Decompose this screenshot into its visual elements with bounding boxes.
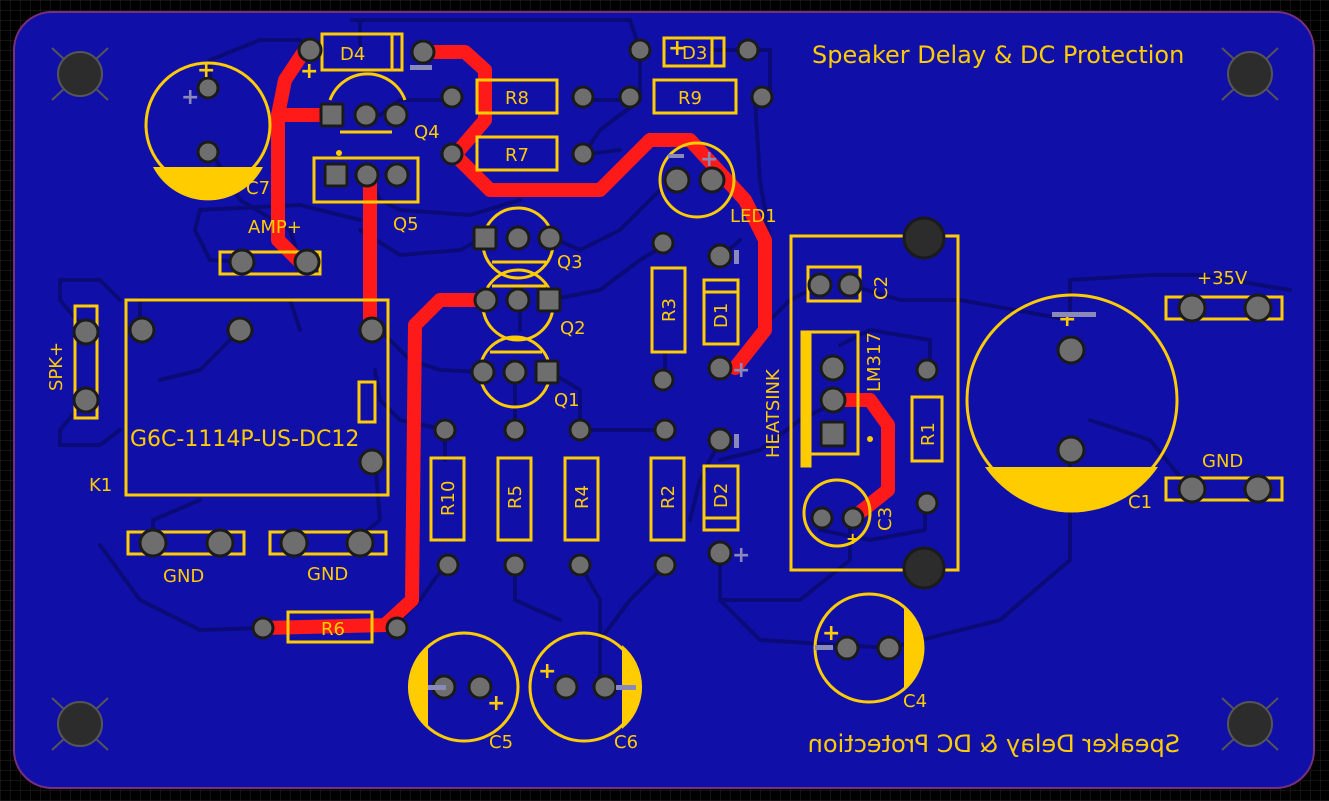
pin1-dots — [336, 150, 873, 442]
c6-plus-mark: + — [538, 659, 556, 684]
label-d3: D3 — [682, 43, 707, 64]
board-title-mirrored: Speaker Delay & DC Protection — [808, 730, 1180, 758]
label-gnd-1: GND — [163, 566, 204, 587]
c5-plus-mark: + — [487, 691, 505, 716]
label-r5: R5 — [505, 485, 526, 509]
label-r4: R4 — [572, 485, 593, 509]
c4-plus-bar — [815, 645, 833, 650]
label-c3: C3 — [875, 507, 896, 531]
led1-minus-bar — [668, 154, 684, 158]
c4-plus-mark: + — [822, 621, 840, 646]
label-c2: C2 — [871, 276, 892, 300]
mounting-hole — [1221, 47, 1279, 101]
label-d2: D2 — [711, 483, 732, 508]
label-spk-plus: SPK+ — [46, 342, 67, 391]
mounting-hole — [51, 47, 109, 101]
d4-plus-mark: + — [300, 59, 318, 84]
d1-plus-mark: + — [732, 358, 750, 383]
polarity-marks: + + + + + + + + + + + + — [181, 36, 1096, 716]
c6-minus-bar — [616, 685, 636, 690]
c1-plus-mark: + — [1058, 307, 1076, 332]
label-gnd-right: GND — [1202, 451, 1243, 472]
board-title: Speaker Delay & DC Protection — [812, 41, 1184, 69]
d3-plus-mark: + — [668, 36, 686, 61]
d1-minus-bar — [734, 250, 739, 264]
label-k1: K1 — [89, 475, 112, 496]
label-q1: Q1 — [554, 390, 580, 411]
label-r8: R8 — [505, 88, 529, 109]
silkscreen-labels: Speaker Delay & DC Protection Speaker De… — [46, 41, 1248, 758]
label-amp-plus: AMP+ — [248, 217, 302, 238]
label-d4: D4 — [340, 44, 365, 65]
label-c1: C1 — [1128, 492, 1152, 513]
silkscreen-outlines — [73, 32, 1284, 743]
pads — [72, 37, 1273, 700]
c7-polarity-fill — [153, 167, 263, 201]
label-r6: R6 — [321, 619, 345, 640]
label-r1: R1 — [918, 422, 939, 446]
label-r2: R2 — [658, 485, 679, 509]
mounting-hole — [1221, 697, 1279, 751]
label-led1: LED1 — [730, 206, 777, 227]
c1-polarity-fill — [985, 467, 1158, 513]
mounting-holes — [51, 47, 1279, 751]
label-c7: C7 — [246, 178, 270, 199]
label-r3: R3 — [659, 298, 680, 322]
d2-plus-mark: + — [732, 543, 750, 568]
label-r9: R9 — [678, 88, 702, 109]
label-lm317: LM317 — [864, 332, 885, 392]
label-q4: Q4 — [414, 122, 440, 143]
c7-plus-pad-mark: + — [181, 85, 199, 110]
label-q2: Q2 — [560, 318, 586, 339]
label-heatsink: HEATSINK — [763, 368, 784, 458]
c1-plus-bar — [1052, 312, 1096, 317]
mounting-hole — [51, 697, 109, 751]
d2-minus-bar — [734, 434, 739, 448]
label-c6: C6 — [614, 732, 638, 753]
label-c4: C4 — [903, 691, 927, 712]
led1-plus-mark: + — [700, 147, 718, 172]
label-c5: C5 — [489, 732, 513, 753]
label-q5: Q5 — [393, 214, 419, 235]
label-r10: R10 — [438, 481, 459, 516]
c3-plus-mark: + — [846, 529, 859, 548]
label-q3: Q3 — [557, 252, 583, 273]
label-k1-part: G6C-1114P-US-DC12 — [130, 427, 359, 452]
d4-minus-bar — [410, 65, 432, 70]
c7-plus-mark: + — [197, 58, 215, 83]
c5-minus-bar — [428, 685, 446, 690]
label-gnd-2: GND — [307, 564, 348, 585]
label-r7: R7 — [505, 145, 529, 166]
pcb-board — [13, 11, 1315, 789]
label-d1: D1 — [711, 303, 732, 328]
label-plus35v: +35V — [1197, 268, 1248, 289]
